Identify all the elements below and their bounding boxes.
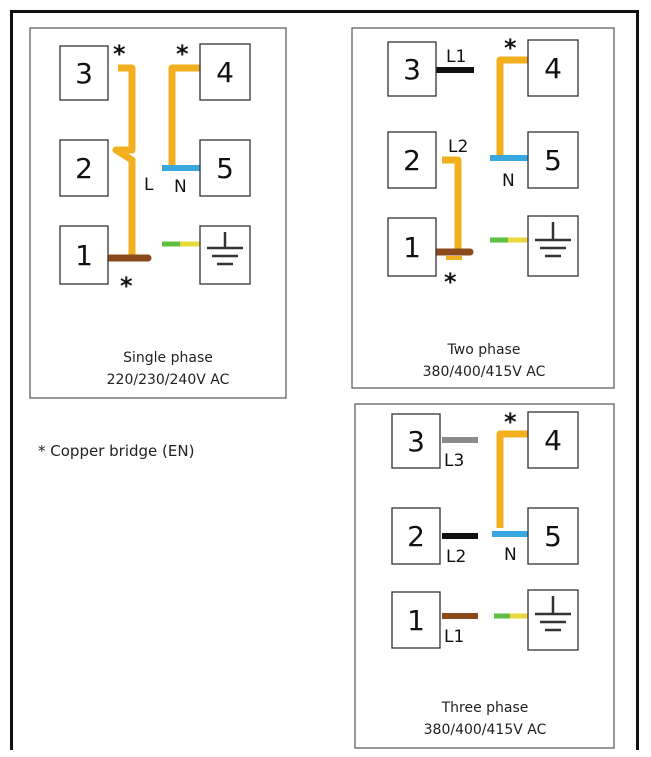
single-terminal-2-label: 2 xyxy=(75,152,93,185)
three-terminal-1 xyxy=(391,591,441,649)
two-terminal-5 xyxy=(527,131,579,189)
copper-bridge-note: * Copper bridge (EN) xyxy=(38,442,194,460)
single-terminal-5 xyxy=(199,139,251,197)
single-label-l: L xyxy=(144,175,154,195)
three-terminal-4-label: 4 xyxy=(544,424,562,457)
two-terminal-3 xyxy=(387,41,437,97)
three-terminal-5 xyxy=(527,507,579,565)
single-terminal-1-label: 1 xyxy=(75,239,93,272)
three-phase-voltage: 380/400/415V AC xyxy=(424,722,547,738)
two-terminal-3-label: 3 xyxy=(403,53,421,86)
single-phase-panel: 3 4 2 5 1 * * * L N Single phase 220/230… xyxy=(29,27,287,399)
three-label-l3: L3 xyxy=(444,451,464,471)
two-terminal-2 xyxy=(387,131,437,189)
single-phase-voltage: 220/230/240V AC xyxy=(107,372,230,388)
single-label-n: N xyxy=(174,177,187,197)
single-terminal-5-label: 5 xyxy=(216,152,234,185)
two-terminal-5-label: 5 xyxy=(544,144,562,177)
single-bridge-star-3: * xyxy=(120,272,133,300)
single-terminal-4-label: 4 xyxy=(216,56,234,89)
three-copper-bridge xyxy=(496,430,528,528)
two-terminal-1 xyxy=(387,217,437,277)
two-label-l1: L1 xyxy=(446,47,466,67)
three-label-n: N xyxy=(504,545,517,565)
two-phase-voltage: 380/400/415V AC xyxy=(423,364,546,380)
two-copper-bridge-right xyxy=(496,56,528,156)
two-terminal-4 xyxy=(527,39,579,97)
three-label-l1: L1 xyxy=(444,627,464,647)
two-terminal-4-label: 4 xyxy=(544,52,562,85)
three-terminal-4 xyxy=(527,411,579,469)
single-earth-icon xyxy=(207,232,243,266)
three-bridge-star: * xyxy=(504,408,517,436)
two-phase-title: Two phase xyxy=(447,342,521,358)
three-terminal-2-label: 2 xyxy=(407,520,425,553)
single-copper-bridge-left xyxy=(112,64,136,258)
three-label-l2: L2 xyxy=(446,547,466,567)
single-bridge-star-1: * xyxy=(113,40,126,68)
three-earth-icon xyxy=(535,596,571,632)
single-terminal-2 xyxy=(59,139,109,197)
three-terminal-2 xyxy=(391,507,441,565)
two-bridge-star-1: * xyxy=(504,34,517,62)
three-terminal-5-label: 5 xyxy=(544,520,562,553)
three-phase-panel: 3 4 2 5 1 L3 L2 L1 N * Three phase 380/4… xyxy=(354,403,615,749)
two-label-l2: L2 xyxy=(448,137,468,157)
single-bridge-star-2: * xyxy=(176,40,189,68)
three-terminal-3 xyxy=(391,413,441,469)
two-terminal-1-label: 1 xyxy=(403,231,421,264)
two-copper-bridge-left xyxy=(442,156,462,252)
three-terminal-1-label: 1 xyxy=(407,604,425,637)
three-phase-title: Three phase xyxy=(441,700,529,716)
two-earth-icon xyxy=(535,222,571,258)
single-phase-title: Single phase xyxy=(123,350,213,366)
single-terminal-3 xyxy=(59,45,109,101)
single-copper-bridge-right xyxy=(168,64,200,166)
two-label-n: N xyxy=(502,171,515,191)
single-terminal-3-label: 3 xyxy=(75,57,93,90)
single-terminal-4 xyxy=(199,43,251,101)
three-terminal-3-label: 3 xyxy=(407,425,425,458)
two-terminal-2-label: 2 xyxy=(403,144,421,177)
diagram-frame xyxy=(10,10,639,750)
two-phase-panel: 3 4 2 5 1 L1 L2 N * * Two phase 380/400/… xyxy=(351,27,615,389)
two-bridge-star-2: * xyxy=(444,268,457,296)
single-terminal-1 xyxy=(59,225,109,285)
